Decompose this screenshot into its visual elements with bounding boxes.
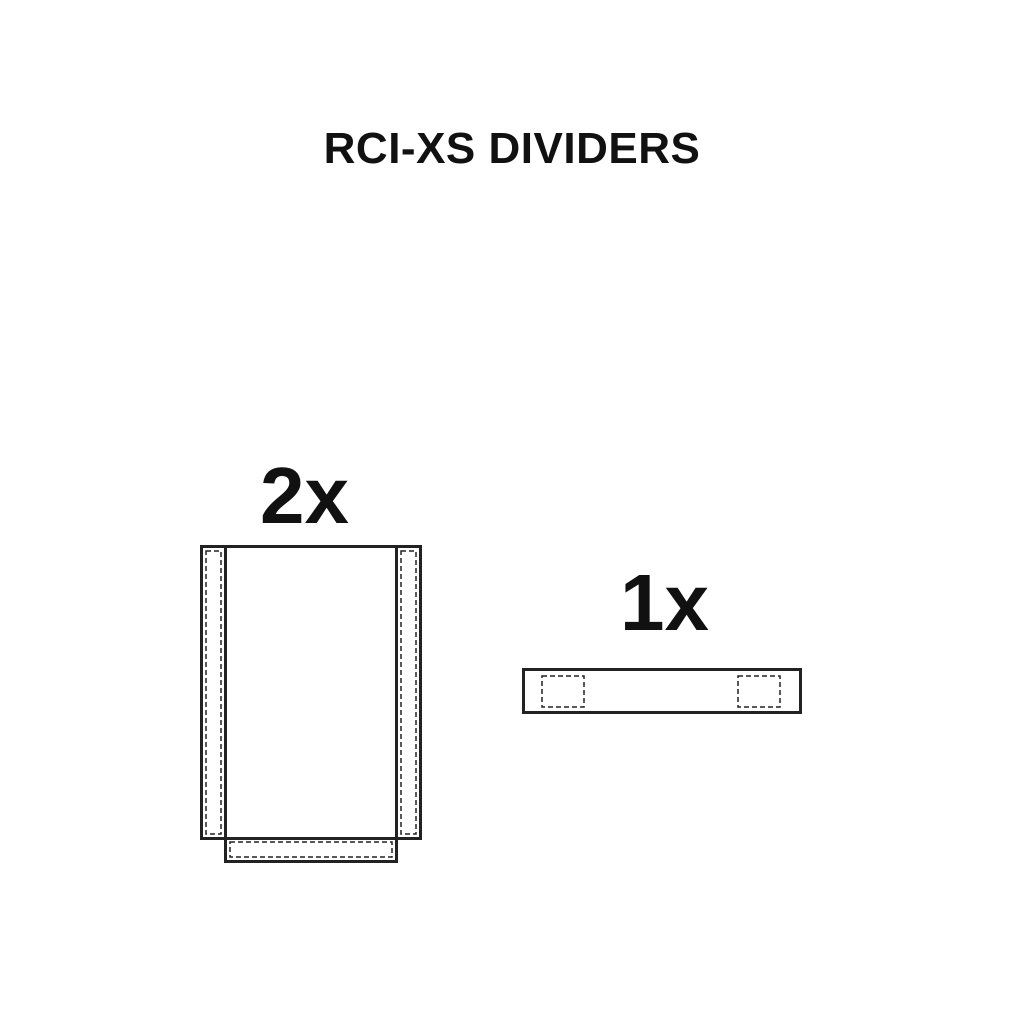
right-flap-fold-line [400, 550, 417, 835]
divider-piece-1x [522, 668, 802, 714]
bottom-flap [224, 837, 398, 863]
left-flap [200, 545, 227, 840]
center-panel [224, 545, 398, 840]
quantity-label-1x: 1x [620, 558, 709, 647]
diagram-title: RCI-XS DIVIDERS [323, 124, 701, 173]
divider-piece-2x [200, 545, 422, 863]
bottom-flap-fold-line [229, 841, 393, 858]
quantity-label-2x: 2x [260, 451, 349, 540]
left-flap-fold-line [205, 550, 222, 835]
divider-bar [522, 668, 802, 714]
right-tab-outline [737, 675, 781, 708]
left-tab-outline [541, 675, 585, 708]
right-flap [395, 545, 422, 840]
